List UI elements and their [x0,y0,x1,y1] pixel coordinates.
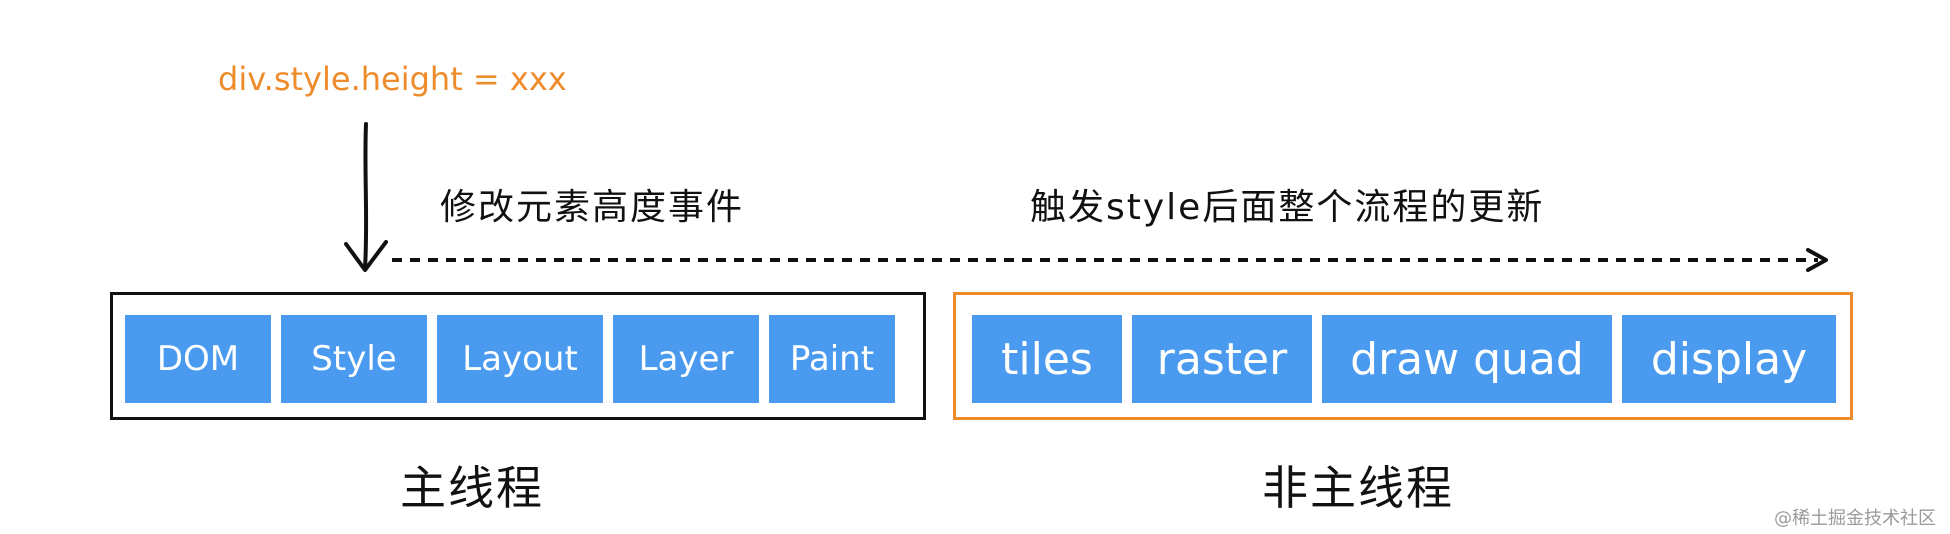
main-thread-label: 主线程 [400,461,544,515]
stage-layout: Layout [437,315,603,403]
non-main-thread-label: 非主线程 [1262,461,1454,515]
non-main-thread-group: tiles raster draw quad display [953,292,1853,420]
modify-event-annotation: 修改元素高度事件 [440,187,745,228]
dashed-flow-arrowhead [1806,248,1828,272]
main-thread-group: DOM Style Layout Layer Paint [110,292,926,420]
stage-raster: raster [1132,315,1312,403]
watermark: @稀土掘金技术社区 [1774,508,1936,529]
stage-dom: DOM [125,315,271,403]
down-arrowhead [344,240,388,272]
stage-display: display [1622,315,1836,403]
code-label: div.style.height = xxx [218,60,567,98]
down-arrow [363,122,369,270]
stage-layer: Layer [613,315,759,403]
trigger-update-annotation: 触发style后面整个流程的更新 [1030,187,1545,228]
stage-tiles: tiles [972,315,1122,403]
stage-draw-quad: draw quad [1322,315,1612,403]
stage-style: Style [281,315,427,403]
stage-paint: Paint [769,315,895,403]
